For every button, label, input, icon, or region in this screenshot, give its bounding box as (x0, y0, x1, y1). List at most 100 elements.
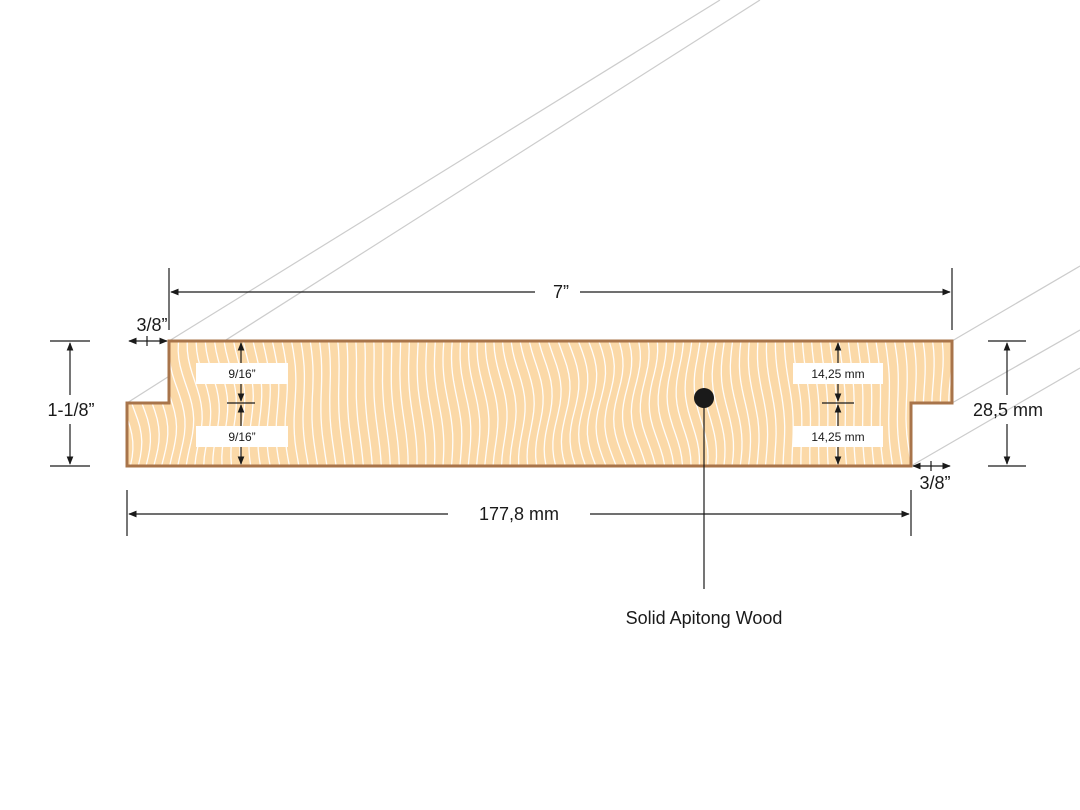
grain-line (783, 341, 794, 466)
grain-line (621, 341, 639, 466)
material-label: Solid Apitong Wood (626, 608, 783, 628)
grain-line (459, 341, 472, 466)
grain-line (363, 341, 374, 466)
material-callout (694, 388, 714, 589)
grain-line (354, 341, 365, 466)
top-width-label: 7” (553, 282, 569, 302)
grain-line (527, 341, 544, 466)
grain-line (241, 341, 254, 466)
grain-line (289, 341, 301, 466)
grain-line (345, 341, 356, 466)
grain-line (213, 341, 229, 466)
grain-line (251, 341, 263, 466)
grain-line (546, 341, 562, 466)
left-tongue-dimension (128, 336, 168, 346)
grain-line (204, 341, 220, 466)
right-height-dimension (988, 340, 1026, 467)
grain-line (801, 341, 812, 466)
grain-line (575, 341, 589, 466)
grain-line (127, 341, 134, 466)
grain-line (390, 341, 400, 466)
grain-line (666, 341, 684, 466)
grain-line (308, 341, 320, 466)
grain-line (865, 341, 876, 466)
grain-line (792, 341, 803, 466)
grain-line (613, 341, 629, 466)
grain-line (399, 341, 409, 466)
grain-line (819, 341, 830, 466)
grain-line (675, 341, 692, 466)
left-height-label: 1-1/8” (47, 400, 94, 420)
grain-line (372, 341, 383, 466)
grain-line (484, 341, 499, 466)
grain-line (195, 341, 212, 466)
grain-line (856, 341, 867, 466)
grain-line (425, 341, 436, 466)
right-groove-label: 3/8” (919, 473, 950, 493)
grain-line (280, 341, 292, 466)
bottom-width-dimension (126, 490, 912, 536)
right-lower-half-label: 14,25 mm (811, 430, 864, 444)
grain-line (381, 341, 392, 466)
grain-line (407, 341, 418, 466)
grain-line (657, 341, 675, 466)
grain-line (565, 341, 580, 466)
grain-line (957, 336, 969, 472)
grain-line (442, 341, 454, 466)
grain-line (476, 341, 490, 466)
right-upper-half-label: 14,25 mm (811, 367, 864, 381)
right-upper-label-box (793, 363, 883, 384)
grain-line (493, 341, 508, 466)
grain-line (467, 341, 481, 466)
bottom-width-label: 177,8 mm (479, 504, 559, 524)
grain-line (222, 341, 237, 466)
grain-line (883, 341, 895, 466)
left-upper-label-box (196, 363, 288, 384)
top-width-dimension (168, 268, 953, 330)
grain-line (450, 341, 463, 466)
grain-line (433, 341, 445, 466)
grain-line (639, 341, 657, 466)
grain-line (684, 341, 701, 466)
grain-line (501, 341, 517, 466)
grain-line (556, 341, 571, 466)
grain-line (810, 341, 821, 466)
grain-line (270, 341, 282, 466)
callout-dot (694, 388, 714, 408)
grain-line (756, 341, 769, 466)
board-fill (127, 341, 952, 466)
perspective-lines (126, 0, 1080, 467)
grain-line (336, 341, 347, 466)
grain-line (847, 341, 858, 466)
grain-line (585, 341, 599, 466)
grain-line (729, 341, 743, 466)
grain-line (765, 341, 777, 466)
right-lower-label-box (793, 426, 883, 447)
grain-line (893, 341, 904, 466)
grain-line (774, 341, 786, 466)
wood-grain (127, 336, 969, 472)
grain-line (510, 341, 526, 466)
grain-line (630, 341, 648, 466)
grain-line (327, 341, 338, 466)
left-tongue-label: 3/8” (136, 315, 167, 335)
grain-line (261, 341, 273, 466)
grain-line (537, 341, 553, 466)
left-height-dimension (50, 340, 90, 467)
grain-line (738, 341, 752, 466)
grain-line (519, 341, 535, 466)
grain-line (416, 341, 427, 466)
grain-line (874, 341, 885, 466)
grain-line (299, 341, 310, 466)
grain-line (902, 341, 914, 466)
left-lower-label-box (196, 426, 288, 447)
grain-line (720, 341, 735, 466)
wood-board (125, 336, 969, 472)
left-lower-half-label: 9/16” (228, 430, 255, 444)
grain-line (747, 341, 760, 466)
grain-line (318, 341, 329, 466)
board-outline (125, 339, 954, 468)
right-groove-dimension (912, 461, 951, 471)
grain-line (177, 341, 195, 466)
